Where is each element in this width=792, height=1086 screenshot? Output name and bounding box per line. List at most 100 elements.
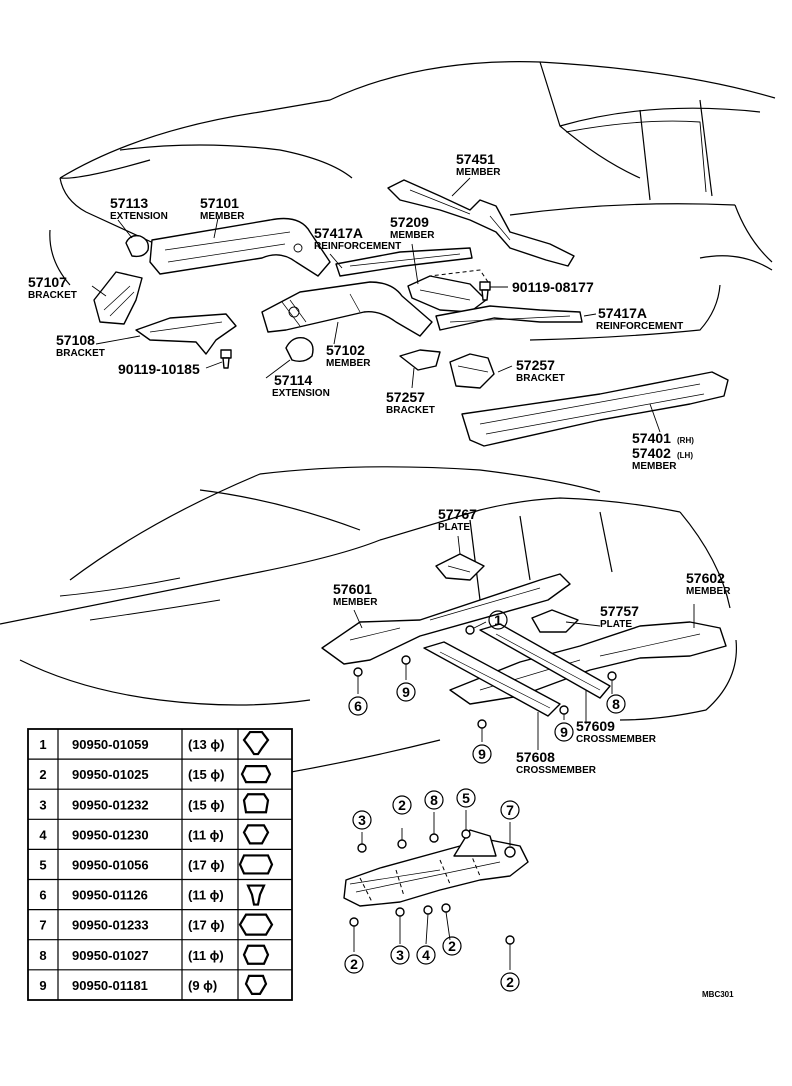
front-side-member-57101	[149, 217, 331, 277]
part-name: REINFORCEMENT	[596, 321, 683, 332]
part-number: 90119-08177	[512, 279, 594, 295]
part-name: MEMBER	[456, 167, 501, 178]
svg-text:3: 3	[396, 947, 404, 963]
plug-size-cell: (13 ϕ)	[188, 737, 224, 752]
plug-part-number-cell: 90950-01027	[72, 948, 149, 963]
part-suffix: (RH)	[677, 436, 694, 445]
svg-text:7: 7	[506, 802, 514, 818]
plug-size-cell: (15 ϕ)	[188, 767, 224, 782]
part-name: PLATE	[438, 522, 470, 533]
callout-circle: 6	[348, 696, 368, 716]
part-number: 57114	[274, 372, 312, 388]
detail-assembly	[343, 810, 529, 970]
svg-text:5: 5	[462, 790, 470, 806]
plug-shape-icon	[242, 730, 270, 756]
callout-circle: 7	[500, 800, 520, 820]
part-number: 57108	[56, 332, 95, 348]
car-body-outline-top	[49, 61, 776, 341]
part-name: REINFORCEMENT	[314, 241, 401, 252]
svg-text:6: 6	[354, 698, 362, 714]
callout-circle: 9	[472, 744, 492, 764]
svg-text:2: 2	[350, 956, 358, 972]
callout-circle: 2	[344, 954, 364, 974]
front-member-57102	[261, 281, 433, 337]
plug-shape-icon	[242, 824, 270, 845]
plug-part-number-cell: 90950-01233	[72, 918, 149, 933]
part-labels: 57113 EXTENSION 57101 MEMBER 57107 BRACK…	[28, 151, 731, 776]
svg-text:2: 2	[398, 797, 406, 813]
table-row: 2 90950-01025 (15 ϕ)	[28, 758, 292, 784]
plug-part-number-cell: 90950-01056	[72, 857, 149, 872]
rocker-member-57401-57402	[461, 371, 729, 447]
callout-circle: 3	[390, 945, 410, 965]
plug-size-cell: (9 ϕ)	[188, 978, 217, 993]
extension-57113	[125, 234, 150, 258]
part-number: 57451	[456, 151, 495, 167]
callout-circle: 1	[488, 610, 508, 630]
top-leader-lines	[91, 177, 661, 433]
svg-text:4: 4	[422, 947, 430, 963]
part-number: 57602	[686, 570, 725, 586]
callout-circle: 4	[416, 945, 436, 965]
plug-size-cell: (11 ϕ)	[188, 948, 224, 963]
plug-shape-icon	[244, 974, 268, 995]
part-number: 57609	[576, 718, 615, 734]
plate-57757	[531, 609, 579, 633]
plug-shape-icon	[242, 793, 270, 814]
part-number: 57209	[390, 214, 429, 230]
plug-number-cell: 8	[39, 948, 46, 963]
svg-text:8: 8	[430, 792, 438, 808]
reinforcement-57417A-lower	[435, 305, 583, 331]
part-name: MEMBER	[390, 230, 435, 241]
plug-number-cell: 3	[39, 797, 46, 812]
extension-57114	[285, 337, 314, 363]
member-57601	[321, 573, 571, 665]
plug-part-number-cell: 90950-01059	[72, 737, 149, 752]
part-name: BRACKET	[28, 290, 77, 301]
part-name: BRACKET	[56, 348, 105, 359]
part-name: MEMBER	[326, 358, 371, 369]
svg-text:8: 8	[612, 696, 620, 712]
part-number: 57767	[438, 506, 477, 522]
bolt-90119-08177	[429, 269, 491, 301]
part-name: EXTENSION	[110, 211, 168, 222]
part-suffix: (LH)	[677, 451, 693, 460]
member-57209	[407, 275, 487, 313]
bolt-90119-10185	[220, 349, 232, 369]
car-body-outline-bottom	[0, 466, 738, 775]
plate-57767	[435, 553, 485, 581]
part-name: CROSSMEMBER	[576, 734, 657, 745]
plug-number-cell: 9	[39, 978, 46, 993]
callout-circle: 3	[352, 810, 372, 830]
part-number: 57402	[632, 445, 671, 461]
part-number: 57101	[200, 195, 239, 211]
svg-text:9: 9	[402, 684, 410, 700]
plug-shape-icon	[238, 854, 274, 875]
plug-part-number-cell: 90950-01025	[72, 767, 149, 782]
plug-number-cell: 2	[39, 767, 46, 782]
callout-circle: 5	[456, 788, 476, 808]
part-name: MEMBER	[686, 586, 731, 597]
plug-shape-icon	[238, 913, 274, 936]
part-number: 57417A	[314, 225, 363, 241]
plug-shape-icon	[242, 944, 270, 965]
svg-text:9: 9	[478, 746, 486, 762]
callout-circle: 2	[392, 795, 412, 815]
crossmember-57608	[423, 641, 561, 717]
part-name: CROSSMEMBER	[516, 765, 597, 776]
bracket-57108	[135, 313, 237, 355]
callout-numbers: 1 6 9 9 9 8 3 2 8 5 7 2 3 4 2 2	[344, 610, 626, 992]
rear-member-57451	[387, 179, 575, 267]
plug-shape-icon	[240, 765, 272, 784]
part-number: 57601	[333, 581, 372, 597]
table-row: 8 90950-01027 (11 ϕ)	[28, 939, 292, 965]
svg-text:9: 9	[560, 724, 568, 740]
